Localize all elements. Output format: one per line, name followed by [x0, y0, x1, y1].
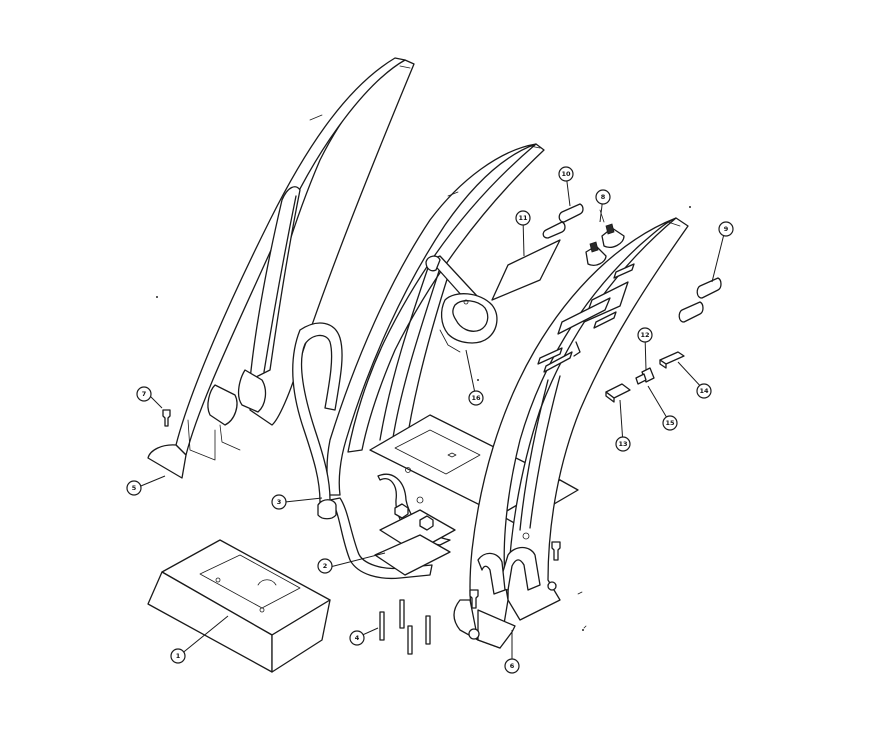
- callout-circle: [126, 480, 142, 496]
- callout-6: 6: [504, 658, 520, 674]
- callout-circle: [271, 494, 287, 510]
- callout-circle: [136, 386, 152, 402]
- callout-number: 8: [601, 193, 606, 201]
- callout-2: 2: [317, 558, 333, 574]
- callout-circle: [615, 436, 631, 452]
- part-8-knobs: [585, 209, 625, 266]
- callout-number: 3: [277, 498, 282, 506]
- callout-5: 5: [126, 480, 142, 496]
- part-5-rear-panel: [147, 57, 415, 479]
- part-13-bar: [605, 383, 631, 403]
- callout-circle: [696, 383, 712, 399]
- callout-number: 9: [724, 225, 729, 233]
- callout-number: 11: [518, 214, 528, 222]
- callout-circle: [515, 210, 531, 226]
- callout-13: 13: [615, 436, 631, 452]
- callout-number: 1: [176, 652, 181, 660]
- callout-number: 16: [471, 394, 481, 402]
- callout-9: 9: [718, 221, 734, 237]
- callout-circle: [662, 415, 678, 431]
- callout-circle: [637, 327, 653, 343]
- callout-number: 5: [132, 484, 137, 492]
- callout-circle: [317, 558, 333, 574]
- callout-number: 4: [355, 634, 360, 642]
- callout-circle: [558, 166, 574, 182]
- part-6-front-panel: [453, 217, 689, 649]
- part-9-clips: [678, 277, 722, 323]
- callout-1: 1: [170, 648, 186, 664]
- part-4-pins: [379, 599, 431, 655]
- callout-14: 14: [696, 383, 712, 399]
- callout-number: 7: [142, 390, 147, 398]
- callout-12: 12: [637, 327, 653, 343]
- callout-number: 12: [640, 331, 649, 339]
- part-1-base-cover: [147, 539, 331, 673]
- callout-4: 4: [349, 630, 365, 646]
- callout-15: 15: [662, 415, 678, 431]
- callout-number: 6: [510, 662, 515, 670]
- callout-3: 3: [271, 494, 287, 510]
- callout-circle: [718, 221, 734, 237]
- callout-circle: [595, 189, 611, 205]
- callout-7: 7: [136, 386, 152, 402]
- part-10-clips: [542, 203, 584, 239]
- callout-10: 10: [558, 166, 574, 182]
- callout-number: 14: [699, 387, 709, 395]
- part-7-screw: [162, 409, 171, 427]
- callout-number: 13: [618, 440, 627, 448]
- callout-circle: [349, 630, 365, 646]
- callout-8: 8: [595, 189, 611, 205]
- callout-circle: [504, 658, 520, 674]
- part-12-screw: [635, 367, 655, 385]
- stray-marks: [155, 205, 692, 632]
- callout-11: 11: [515, 210, 531, 226]
- part-3-tube-frame: [292, 143, 579, 580]
- callout-number: 2: [323, 562, 328, 570]
- callout-circle: [468, 390, 484, 406]
- callout-circle: [170, 648, 186, 664]
- part-14-bar: [659, 351, 685, 369]
- callout-number: 15: [665, 419, 675, 427]
- callout-16: 16: [468, 390, 484, 406]
- part-11-plate: [491, 239, 561, 301]
- callout-number: 10: [561, 170, 571, 178]
